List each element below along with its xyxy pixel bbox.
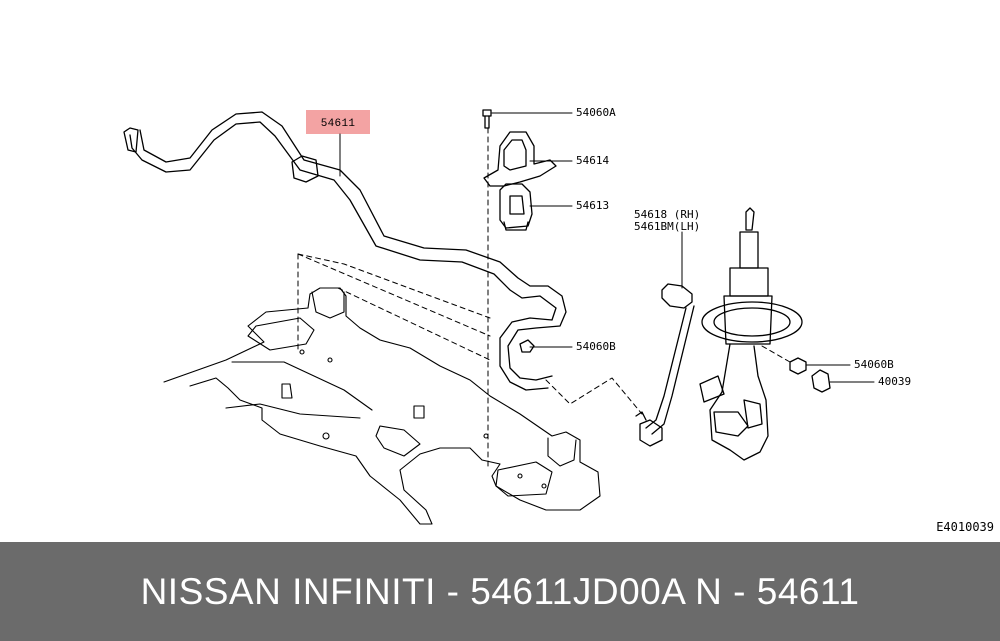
stabilizer-bar	[123, 111, 567, 391]
bolt-54060a	[482, 109, 492, 129]
callout-5461bm-lh: 5461BM(LH)	[634, 220, 701, 233]
subframe	[163, 287, 601, 525]
footer-bar: NISSAN INFINITI - 54611JD00A N - 54611	[0, 542, 1000, 641]
highlighted-part-box	[306, 110, 370, 134]
cap-40039	[811, 369, 831, 393]
callout-40039: 40039	[878, 375, 912, 388]
strut-assembly	[699, 207, 803, 461]
callout-54611: 54611	[321, 118, 356, 130]
callout-54060b-strut: 54060B	[854, 358, 894, 371]
leader-lines	[339, 112, 875, 383]
footer-caption: NISSAN INFINITI - 54611JD00A N - 54611	[140, 570, 860, 612]
stabilizer-link	[635, 283, 695, 447]
callout-54614: 54614	[576, 154, 610, 167]
callout-54618-rh: 54618 (RH)	[634, 208, 701, 221]
callout-54060b-link: 54060B	[576, 340, 616, 353]
callout-54613: 54613	[576, 199, 610, 212]
clamp-54614	[483, 131, 557, 187]
diagram-reference-code: E4010039	[936, 520, 994, 534]
callout-54060a: 54060A	[576, 106, 616, 119]
exploded-diagram: 54611	[123, 109, 875, 525]
bushing-54613	[499, 183, 533, 231]
dashed-guides	[297, 127, 791, 471]
nut-54060b-strut	[789, 357, 807, 375]
